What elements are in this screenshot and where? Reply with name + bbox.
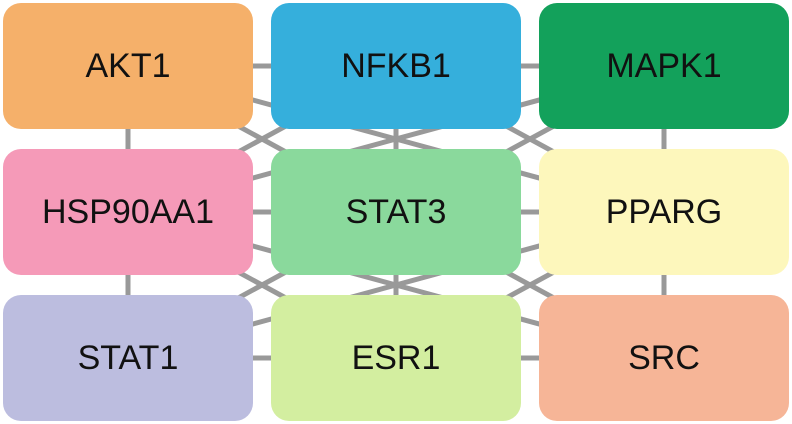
node-hsp90aa1: HSP90AA1 [3,149,253,275]
node-stat1: STAT1 [3,295,253,421]
node-pparg: PPARG [539,149,789,275]
node-label-stat3: STAT3 [345,192,447,231]
node-esr1: ESR1 [271,295,521,421]
node-label-hsp90aa1: HSP90AA1 [42,192,214,231]
node-label-mapk1: MAPK1 [606,46,722,85]
node-nfkb1: NFKB1 [271,3,521,129]
node-stat3: STAT3 [271,149,521,275]
node-label-akt1: AKT1 [85,46,171,85]
node-label-stat1: STAT1 [77,338,179,377]
node-label-pparg: PPARG [605,192,723,231]
node-src: SRC [539,295,789,421]
node-mapk1: MAPK1 [539,3,789,129]
node-akt1: AKT1 [3,3,253,129]
node-label-esr1: ESR1 [351,338,441,377]
node-label-nfkb1: NFKB1 [341,46,451,85]
node-label-src: SRC [628,338,700,377]
